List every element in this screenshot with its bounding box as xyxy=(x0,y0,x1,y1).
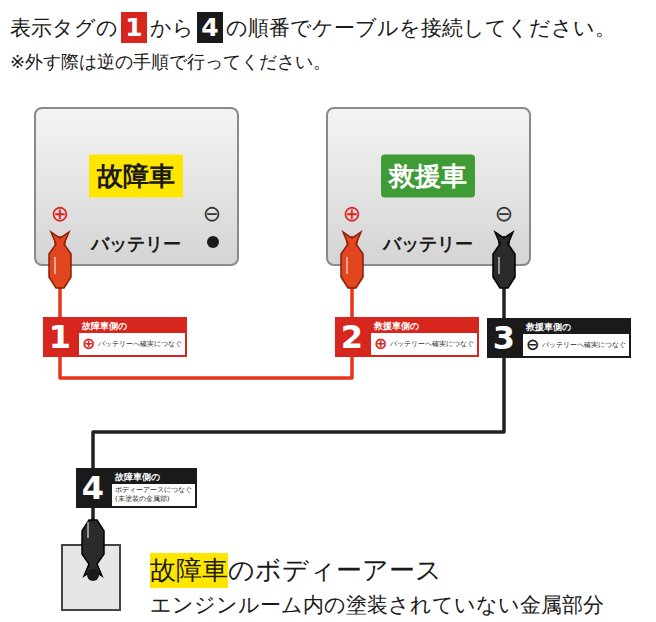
tag-body: 故障車側の⊕バッテリーへ確実につなぐ xyxy=(77,317,187,357)
tag-heading: 救援車側の xyxy=(371,319,477,333)
tag-shape: 2救援車側の⊕バッテリーへ確実につなぐ xyxy=(335,317,479,357)
cable-tag: 4故障車側のボディーアースにつなぐ(未塗装の金属部) xyxy=(76,468,197,508)
battery-label: バッテリー xyxy=(91,232,181,256)
tag-shape: 4故障車側のボディーアースにつなぐ(未塗装の金属部) xyxy=(76,468,197,508)
clamp xyxy=(49,232,363,288)
car-badge: 故障車 xyxy=(89,155,183,198)
cable-tag: 2救援車側の⊕バッテリーへ確実につなぐ xyxy=(335,317,479,357)
tag-body: 救援車側の⊖バッテリーへ確実につなぐ xyxy=(521,318,631,358)
instruction-text: の順番でケーブルを接続してください。 xyxy=(226,14,616,42)
instruction-text: から xyxy=(150,14,194,42)
tag-body: 故障車側のボディーアースにつなぐ(未塗装の金属部) xyxy=(110,468,197,508)
jumper-cable xyxy=(60,357,352,378)
minus-symbol: ⊖ xyxy=(203,201,221,226)
tag-note: バッテリーへ確実につなぐ xyxy=(98,340,182,349)
terminal xyxy=(87,569,99,581)
cable-tag: 1故障車側の⊕バッテリーへ確実につなぐ xyxy=(43,317,187,357)
jumper-cable xyxy=(93,358,504,468)
plus-symbol: ⊕ xyxy=(343,201,361,226)
terminal-symbol: ⊕ xyxy=(374,335,387,353)
terminal-symbol: ⊖ xyxy=(526,336,539,354)
tag-note: バッテリーへ確実につなぐ xyxy=(390,340,474,349)
terminal xyxy=(207,236,219,248)
tag-number: 1 xyxy=(43,317,77,357)
order-tag-number: 4 xyxy=(197,12,223,43)
tag-shape: 3救援車側の⊖バッテリーへ確実につなぐ xyxy=(487,318,631,358)
tag-row: ⊖バッテリーへ確実につなぐ xyxy=(523,334,629,356)
terminal-symbol: ⊕ xyxy=(82,335,95,353)
battery: 救援車 ⊕ ⊖ バッテリー xyxy=(327,108,530,265)
battery: 故障車 ⊕ ⊖ バッテリー xyxy=(35,108,238,265)
tag-note: バッテリーへ確実につなぐ xyxy=(542,341,626,350)
tag-row: ⊕バッテリーへ確実につなぐ xyxy=(371,333,477,355)
ground-point: 故障車のボディーアースエンジンルーム内の塗装されていない金属部分 xyxy=(62,545,120,610)
minus-symbol: ⊖ xyxy=(495,201,513,226)
instruction-line: 表示タグの1から4の順番でケーブルを接続してください。 xyxy=(10,12,616,43)
tag-number: 4 xyxy=(76,468,110,508)
clamp-highlight xyxy=(55,257,499,538)
car-badge: 救援車 xyxy=(381,155,475,198)
ground-heading: 故障車のボディーアース xyxy=(150,553,442,588)
tag-heading: 故障車側の xyxy=(112,470,195,484)
order-tag-number: 1 xyxy=(121,12,147,43)
instruction-text: 表示タグの xyxy=(10,14,118,42)
tag-number: 2 xyxy=(335,317,369,357)
tag-body: 救援車側の⊕バッテリーへ確実につなぐ xyxy=(369,317,479,357)
tag-number: 3 xyxy=(487,318,521,358)
tag-note: (未塗装の金属部) xyxy=(115,495,192,504)
plus-symbol: ⊕ xyxy=(51,201,69,226)
tag-heading: 故障車側の xyxy=(79,319,185,333)
note-text: ※外す際は逆の手順で行ってください。 xyxy=(10,50,331,74)
tag-column: ボディーアースにつなぐ(未塗装の金属部) xyxy=(112,484,195,506)
tag-row: ⊕バッテリーへ確実につなぐ xyxy=(79,333,185,355)
ground-description: エンジンルーム内の塗装されていない金属部分 xyxy=(150,591,604,619)
tag-shape: 1故障車側の⊕バッテリーへ確実につなぐ xyxy=(43,317,187,357)
cable-tag: 3救援車側の⊖バッテリーへ確実につなぐ xyxy=(487,318,631,358)
tag-heading: 救援車側の xyxy=(523,320,629,334)
tag-note: ボディーアースにつなぐ xyxy=(115,486,192,495)
clamp xyxy=(82,232,515,576)
battery-label: バッテリー xyxy=(383,232,473,256)
